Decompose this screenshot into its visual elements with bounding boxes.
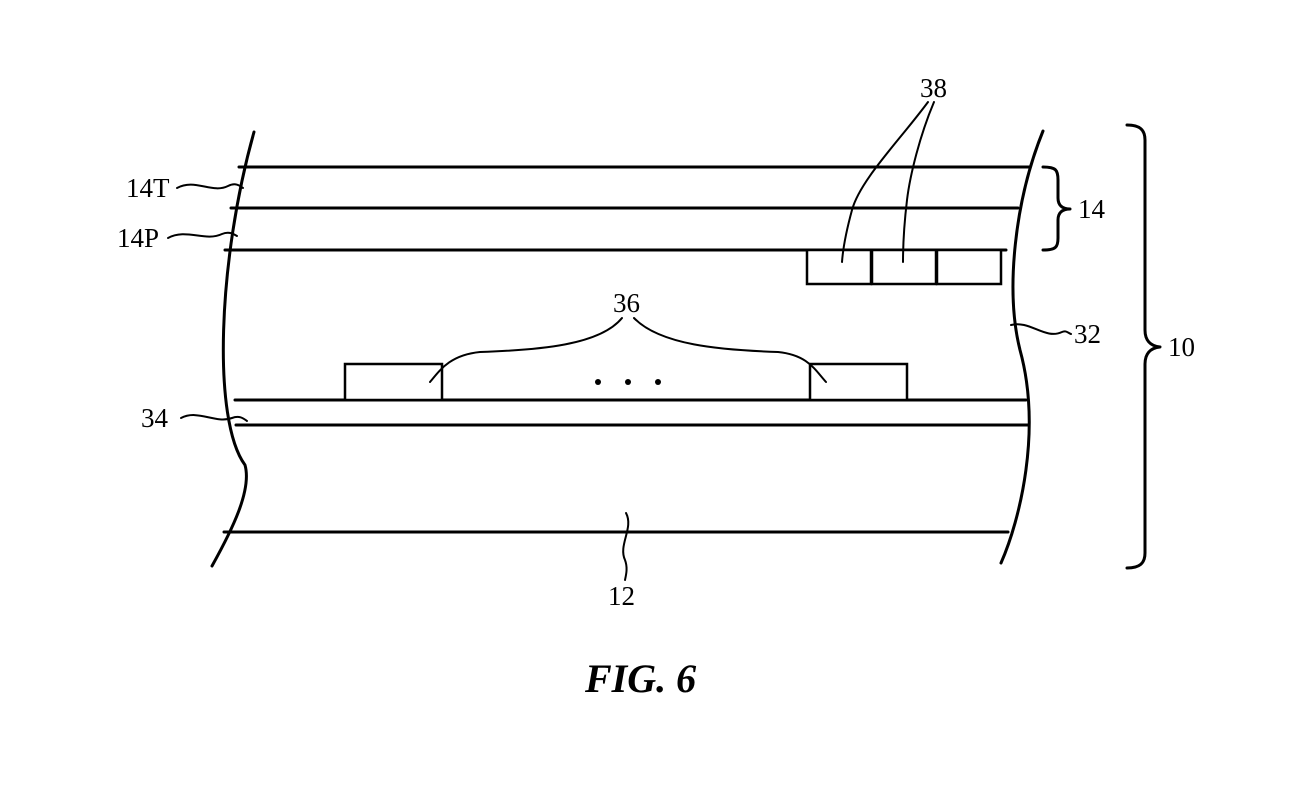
- label-32: 32: [1074, 319, 1101, 349]
- label-14p: 14P: [117, 223, 159, 253]
- label-10: 10: [1168, 332, 1195, 362]
- leader-38-a: [841, 101, 929, 263]
- label-36: 36: [613, 288, 640, 318]
- label-14: 14: [1078, 194, 1106, 224]
- leader-36-right: [633, 317, 827, 383]
- label-34: 34: [141, 403, 169, 433]
- label-12: 12: [608, 581, 635, 611]
- figure-caption: FIG. 6: [584, 656, 696, 701]
- label-38: 38: [920, 73, 947, 103]
- leader-32: [1010, 323, 1072, 335]
- ellipsis-dot-2: [625, 379, 631, 385]
- component-38-box-1: [805, 248, 873, 286]
- ellipsis-dot-1: [595, 379, 601, 385]
- component-38-box-3: [935, 248, 1003, 286]
- leader-12: [622, 512, 630, 581]
- leader-36-left: [429, 317, 623, 383]
- component-36-right-box: [808, 362, 909, 402]
- leader-38-b: [902, 101, 935, 263]
- brace-10: [1125, 123, 1162, 570]
- label-14t: 14T: [126, 173, 170, 203]
- leader-14p: [167, 231, 238, 239]
- ellipsis-dot-3: [655, 379, 661, 385]
- leader-34: [180, 414, 248, 422]
- component-36-left-box: [343, 362, 444, 402]
- leader-14t: [176, 183, 244, 190]
- brace-14: [1041, 165, 1072, 252]
- right-break-line: [999, 129, 1045, 565]
- left-break-line: [210, 130, 256, 568]
